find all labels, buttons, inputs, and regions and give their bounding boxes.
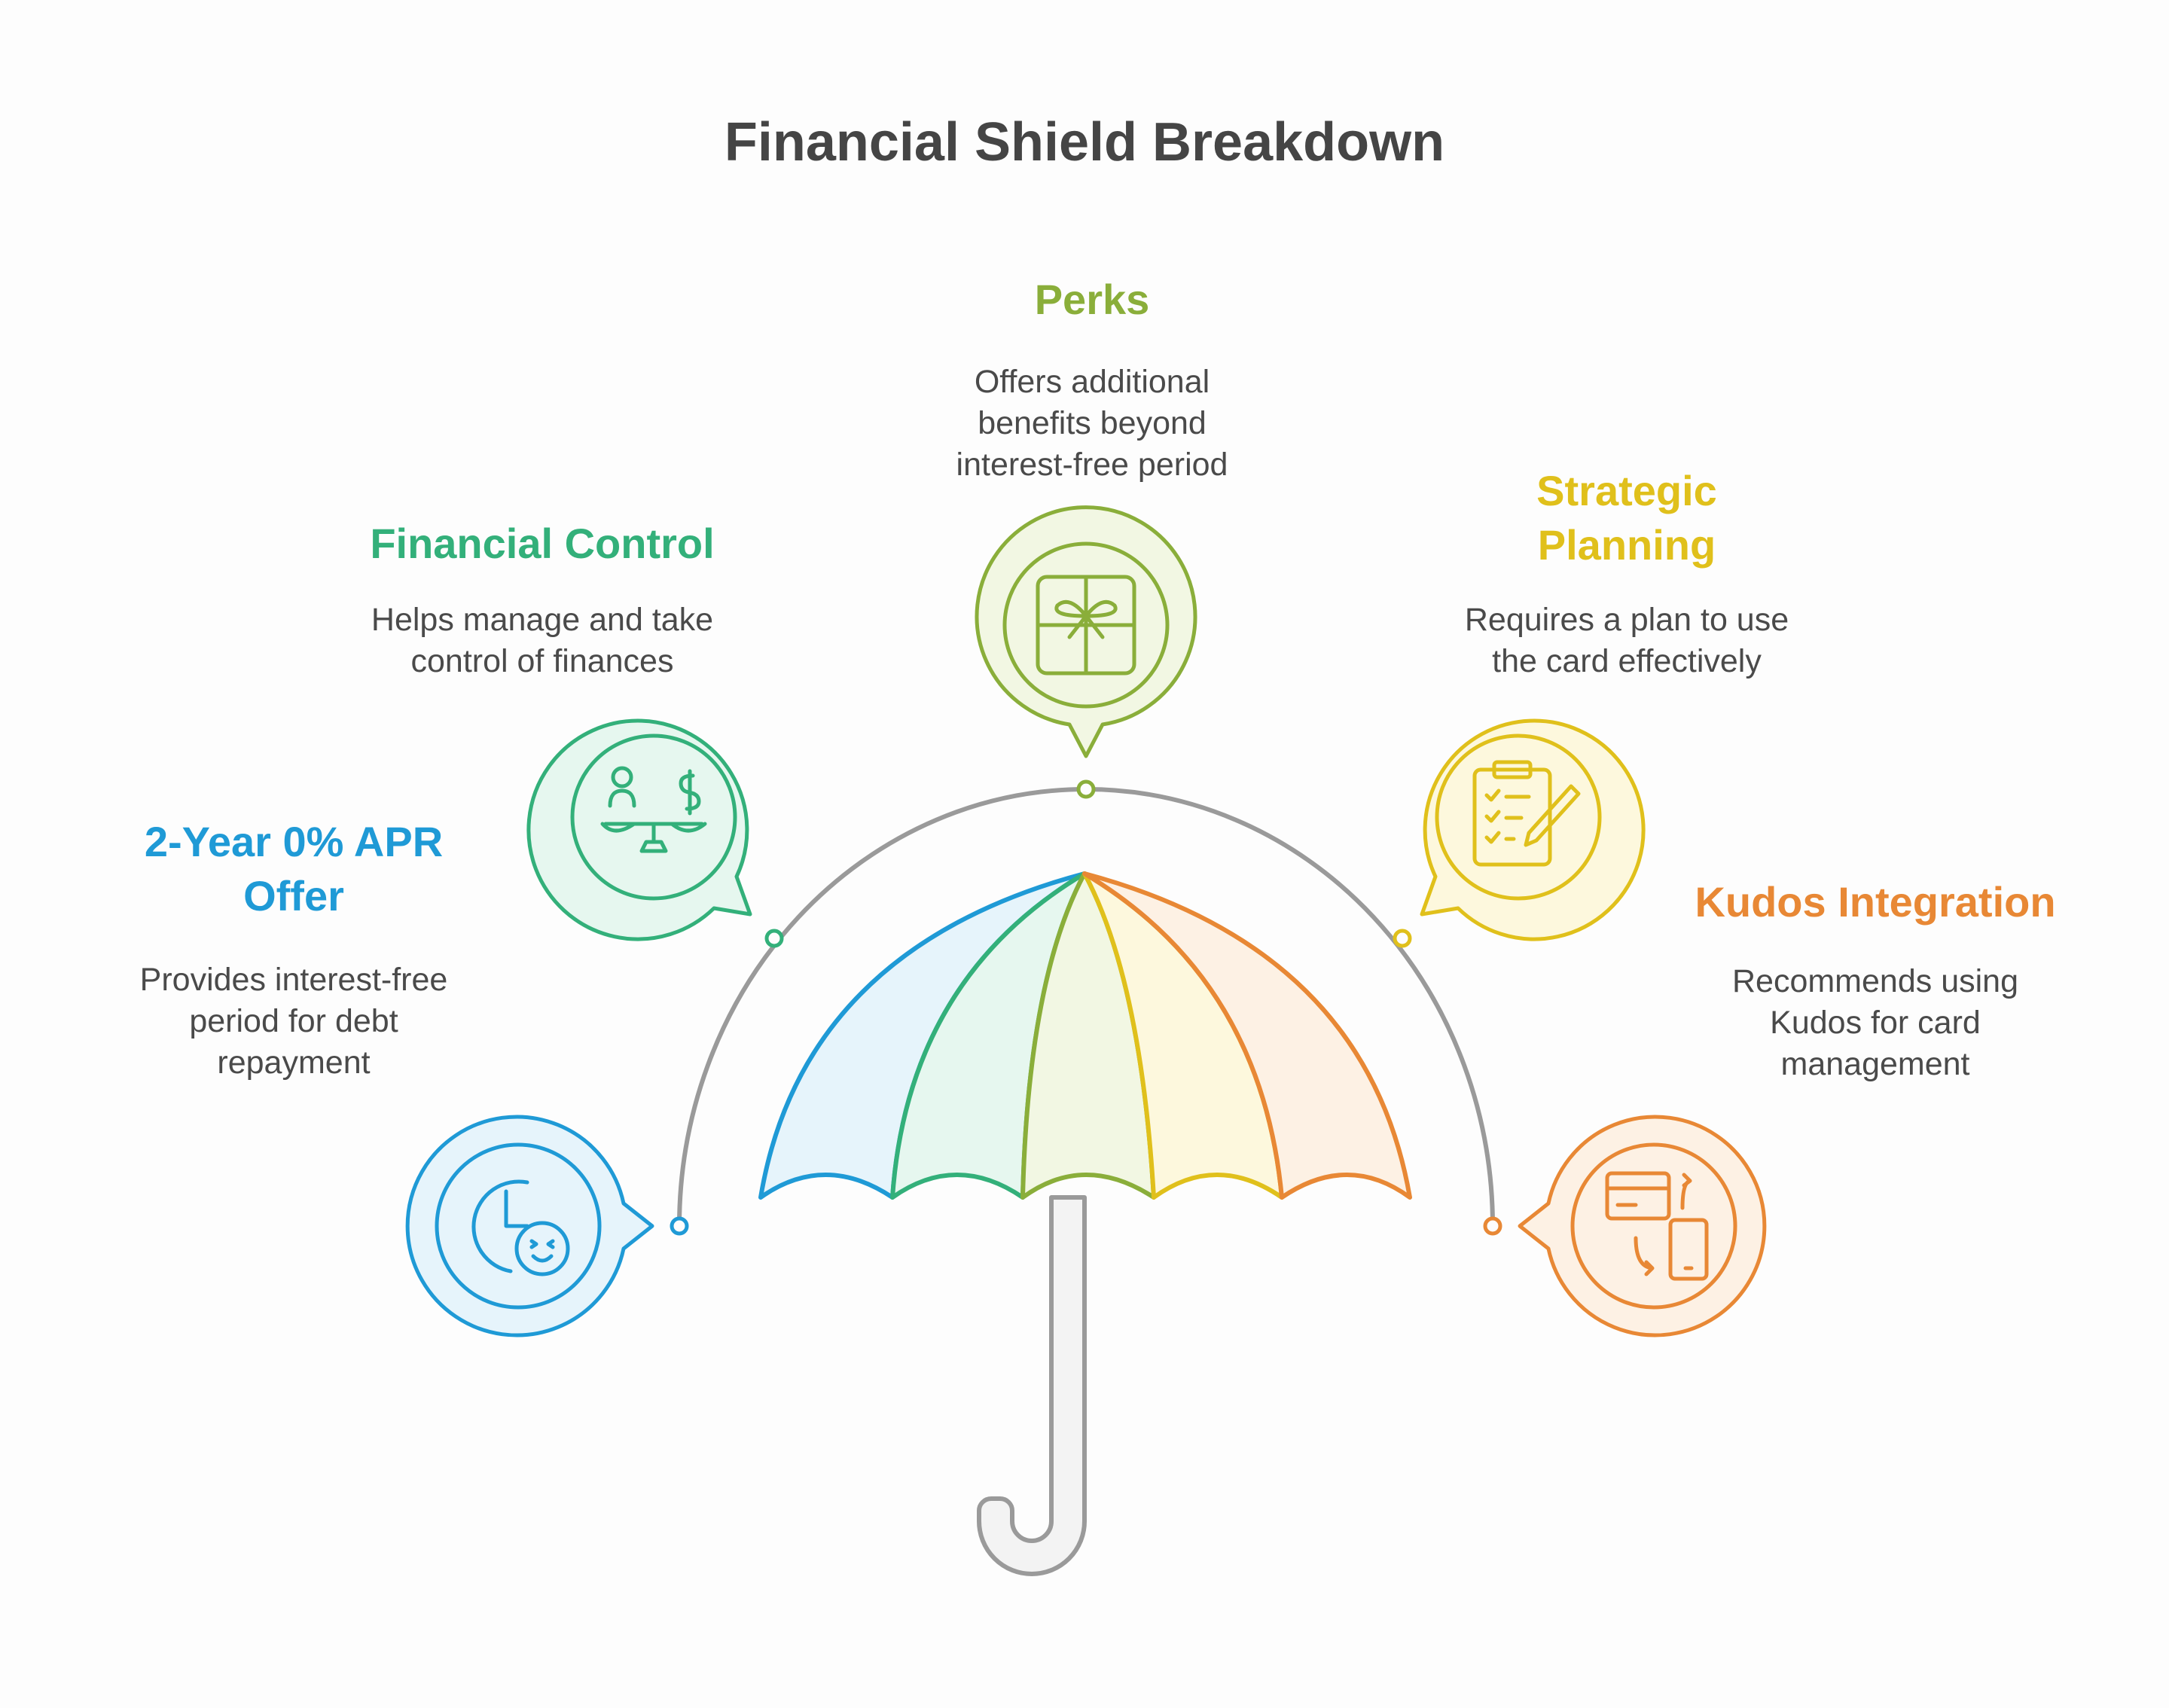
financial-control-description: Helps manage and take control of finance… bbox=[316, 599, 768, 682]
perks-badge bbox=[975, 505, 1197, 758]
apr-desc-line-3: repayment bbox=[217, 1045, 371, 1081]
strategic-planning-title-line-1: Strategic bbox=[1536, 467, 1717, 514]
balance-scale-icon bbox=[600, 766, 707, 853]
kudos-integration-title: Kudos Integration bbox=[1642, 875, 2109, 929]
apr-description: Provides interest-free period for debt r… bbox=[105, 959, 482, 1084]
apr-title-line-1: 2-Year 0% APR bbox=[144, 818, 444, 865]
strategic-planning-title: Strategic Planning bbox=[1416, 464, 1838, 572]
gift-icon bbox=[1036, 575, 1136, 676]
kudos-connector-dot bbox=[1483, 1216, 1502, 1236]
apr-connector-dot bbox=[670, 1216, 689, 1236]
kudos-integration-badge bbox=[1518, 1115, 1767, 1337]
perks-connector-dot bbox=[1076, 779, 1096, 799]
umbrella-canopy bbox=[758, 871, 1412, 1200]
clipboard-pencil-icon bbox=[1472, 760, 1581, 867]
perks-desc-line-3: interest-free period bbox=[956, 447, 1228, 483]
apr-title: 2-Year 0% APR Offer bbox=[105, 815, 482, 923]
strategic-planning-title-line-2: Planning bbox=[1537, 521, 1716, 569]
financial-control-desc-line-2: control of finances bbox=[410, 643, 674, 679]
strategic-planning-desc-line-1: Requires a plan to use bbox=[1464, 602, 1789, 638]
financial-control-title-line-1: Financial Control bbox=[370, 520, 715, 567]
page-title: Financial Shield Breakdown bbox=[724, 112, 1445, 172]
perks-description: Offers additional benefits beyond intere… bbox=[896, 361, 1288, 486]
kudos-desc-line-2: Kudos for card bbox=[1770, 1005, 1981, 1041]
umbrella-handle bbox=[977, 1195, 1087, 1576]
strategic-planning-connector-dot bbox=[1393, 929, 1412, 948]
strategic-planning-desc-line-2: the card effectively bbox=[1492, 643, 1762, 679]
clock-smile-icon bbox=[471, 1179, 570, 1276]
strategic-planning-badge bbox=[1420, 718, 1646, 941]
strategic-planning-description: Requires a plan to use the card effectiv… bbox=[1416, 599, 1838, 682]
apr-badge bbox=[405, 1115, 654, 1337]
perks-title-line-1: Perks bbox=[1034, 276, 1150, 323]
kudos-desc-line-1: Recommends using bbox=[1731, 963, 2018, 999]
arc-connector-dots bbox=[670, 779, 1502, 1236]
kudos-desc-line-3: management bbox=[1780, 1046, 1970, 1082]
card-phone-sync-icon bbox=[1605, 1171, 1709, 1281]
perks-desc-line-2: benefits beyond bbox=[978, 405, 1207, 441]
apr-desc-line-1: Provides interest-free bbox=[139, 962, 448, 998]
apr-desc-line-2: period for debt bbox=[189, 1003, 398, 1039]
canopy-panel-orange bbox=[1082, 871, 1412, 1200]
financial-control-badge bbox=[526, 718, 752, 941]
financial-control-connector-dot bbox=[764, 929, 784, 948]
perks-title: Perks bbox=[896, 273, 1288, 327]
perks-desc-line-1: Offers additional bbox=[974, 364, 1210, 400]
financial-control-title: Financial Control bbox=[316, 517, 768, 571]
financial-control-desc-line-1: Helps manage and take bbox=[371, 602, 714, 638]
kudos-integration-title-line-1: Kudos Integration bbox=[1695, 878, 2056, 926]
kudos-integration-description: Recommends using Kudos for card manageme… bbox=[1642, 961, 2109, 1085]
apr-title-line-2: Offer bbox=[243, 872, 344, 920]
